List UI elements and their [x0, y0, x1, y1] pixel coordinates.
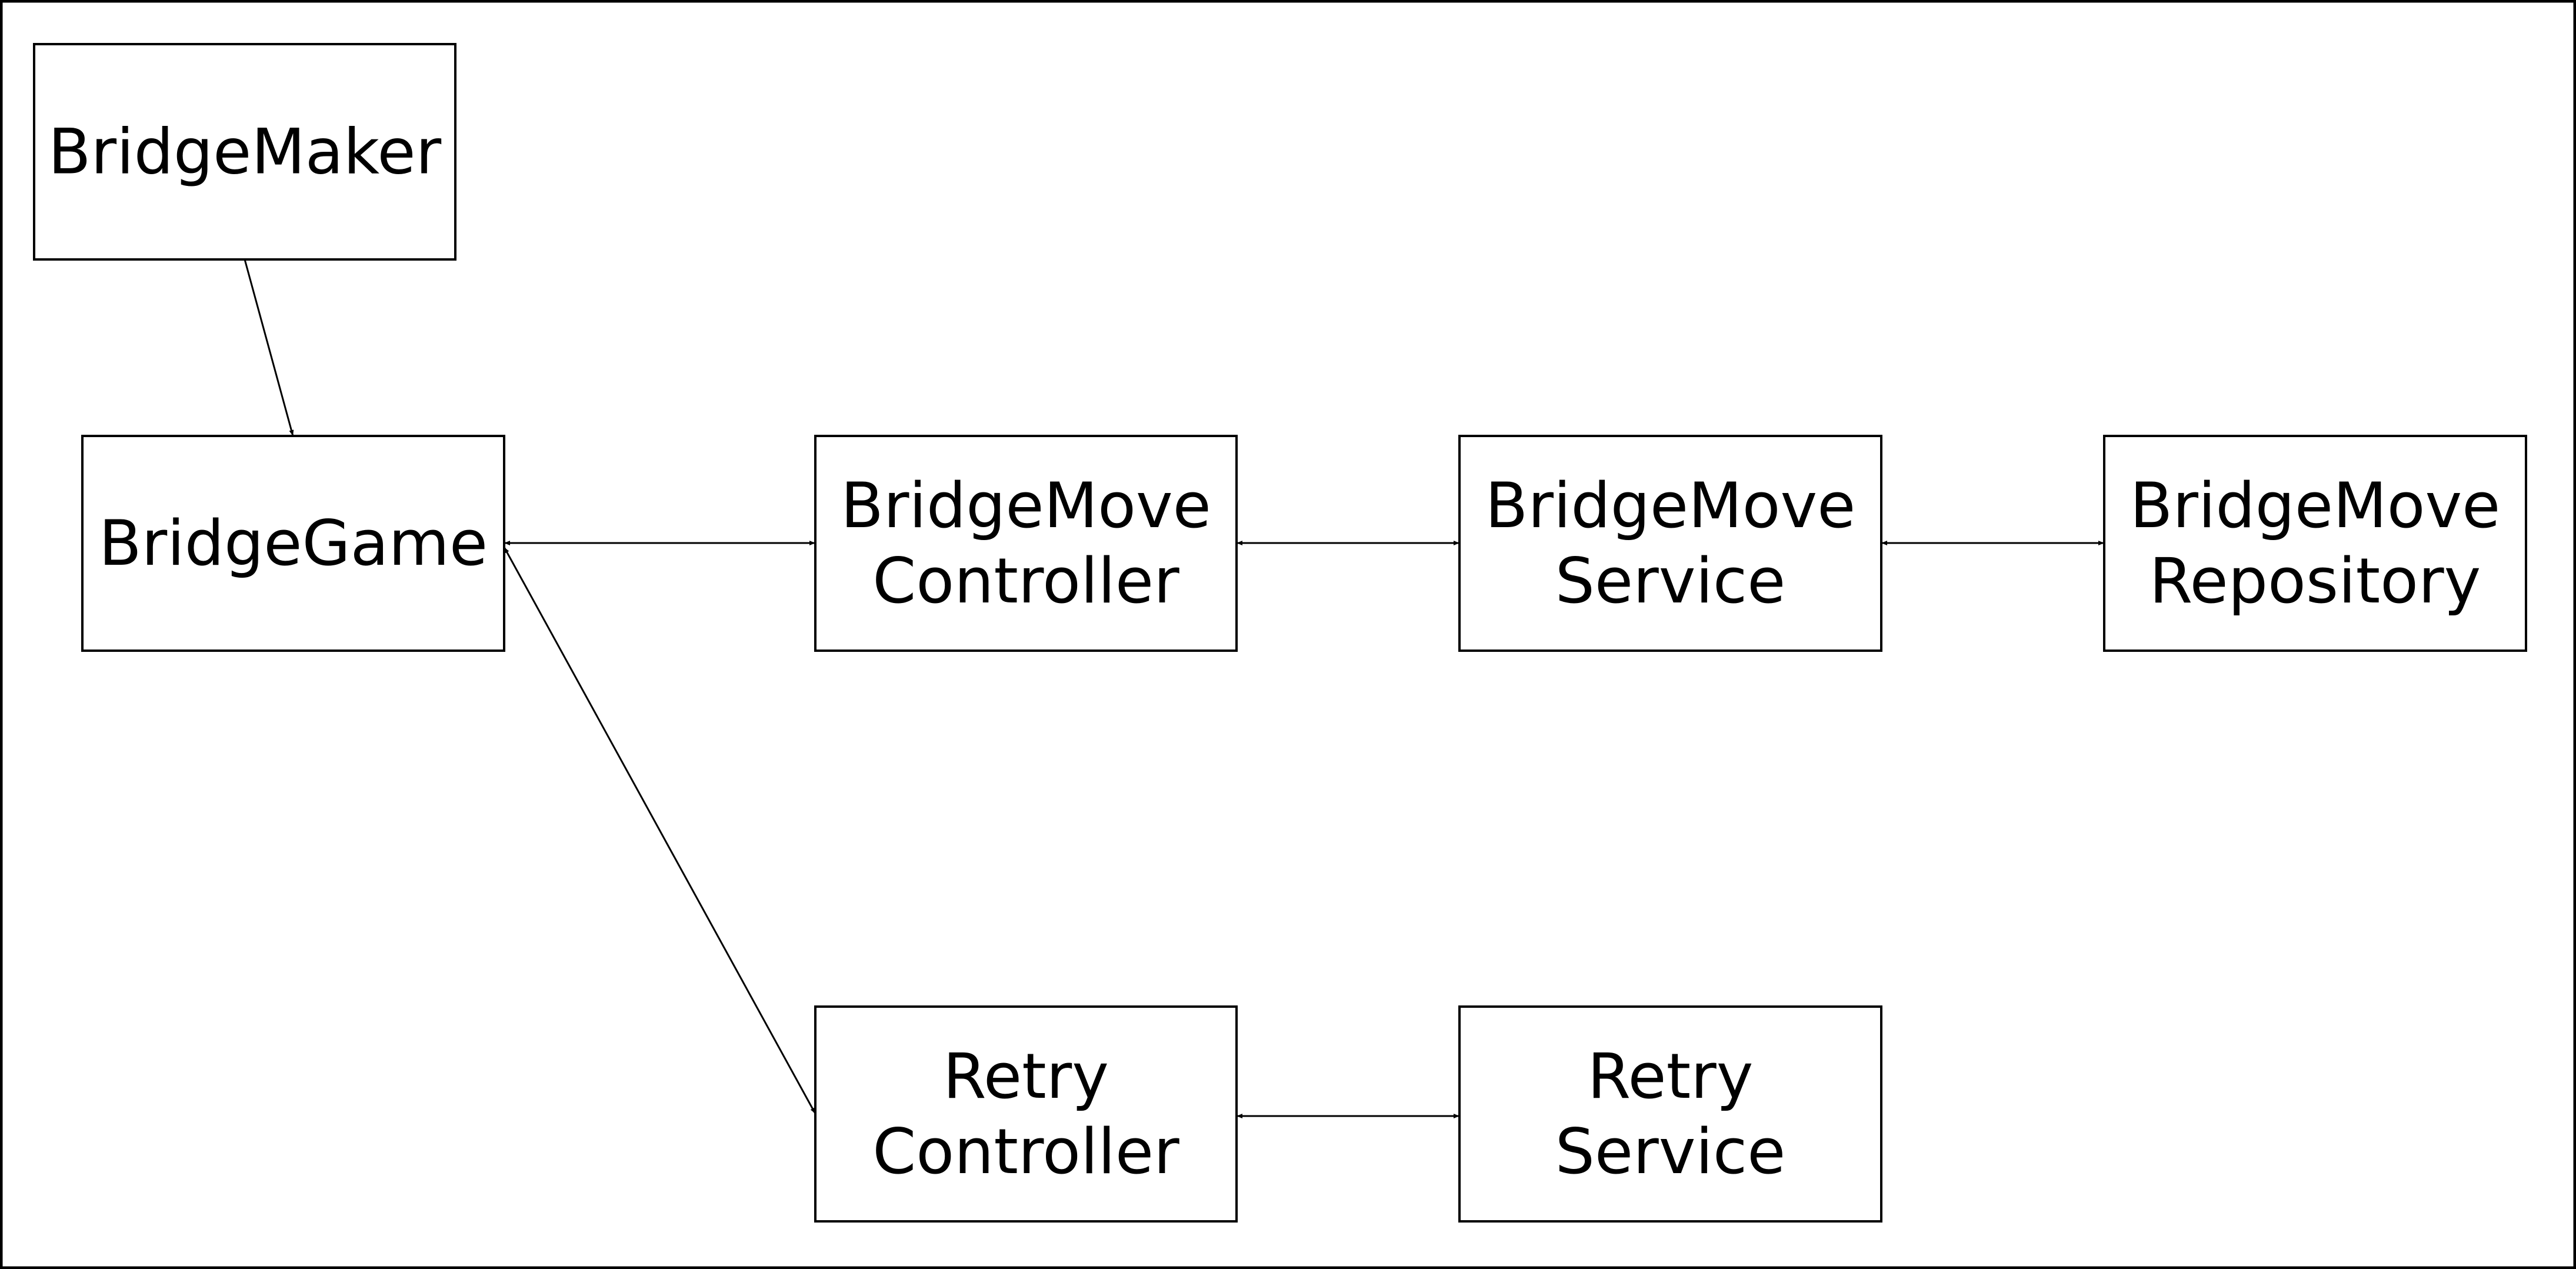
node-box [81, 435, 505, 652]
node-box [33, 43, 456, 261]
nodes-layer: BridgeMakerBridgeGameBridgeMoveControlle… [33, 43, 2527, 1223]
node-bridge-game: BridgeGame [81, 435, 505, 652]
node-box [814, 1005, 1238, 1223]
node-label: BridgeMove [841, 469, 1211, 542]
edge-bridge-game-to-retry-controller [503, 547, 817, 1114]
node-label: Controller [872, 545, 1179, 617]
node-label: Controller [872, 1115, 1179, 1188]
node-bridge-maker: BridgeMaker [33, 43, 456, 261]
node-label: Repository [2150, 545, 2481, 617]
edge-bridge-maker-to-bridge-game [244, 259, 294, 437]
node-label: Service [1555, 1115, 1786, 1188]
node-box [1458, 1005, 1882, 1223]
node-box [814, 435, 1238, 652]
node-label: Retry [943, 1040, 1109, 1113]
node-label: BridgeMove [2130, 469, 2501, 542]
node-label: BridgeMaker [48, 116, 442, 188]
node-label: Service [1555, 545, 1786, 617]
node-box [1458, 435, 1882, 652]
node-box [2103, 435, 2527, 652]
node-label: Retry [1588, 1040, 1754, 1113]
node-label: BridgeMove [1485, 469, 1856, 542]
node-label: BridgeGame [99, 507, 488, 579]
edges-layer [244, 259, 2104, 1118]
